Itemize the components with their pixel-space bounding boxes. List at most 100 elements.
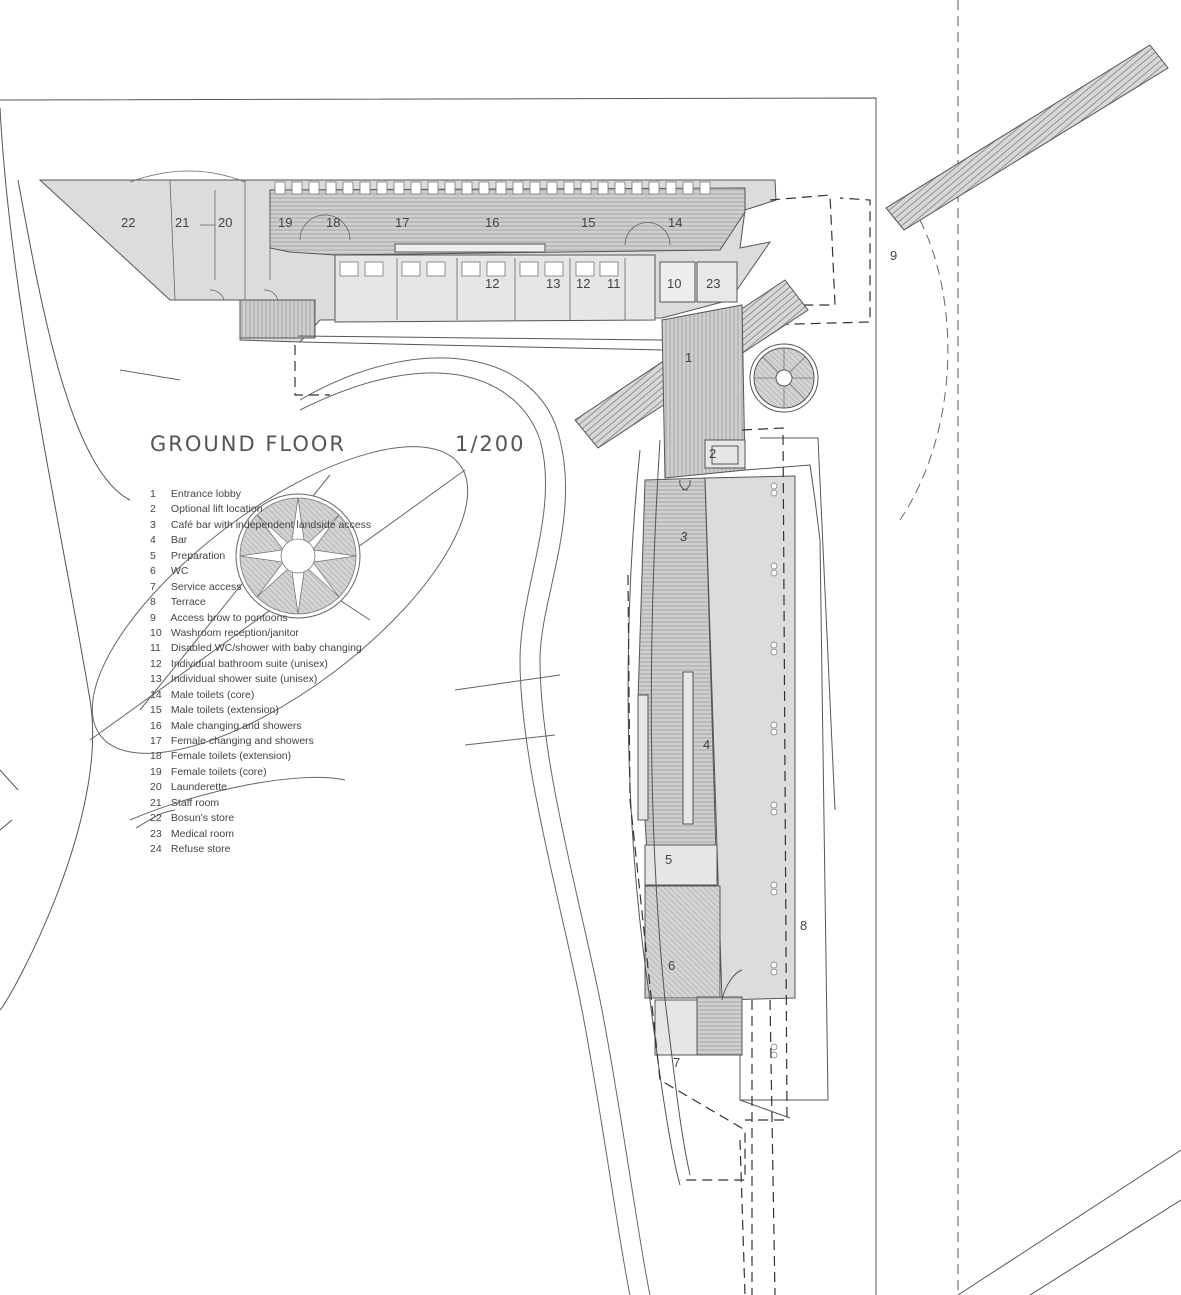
room-label-8: 8: [800, 918, 807, 933]
legend-label: Disabled WC/shower with baby changing: [170, 642, 362, 655]
spiral-stair: [749, 343, 819, 413]
legend-label: Terrace: [170, 596, 206, 609]
legend-item: 9 Access brow to pontoons: [150, 611, 371, 626]
legend-item: 16 Male changing and showers: [150, 719, 371, 734]
legend-label: Medical room: [170, 827, 234, 840]
legend-number: 6: [150, 565, 156, 578]
legend-number: 17: [150, 735, 162, 747]
legend-item: 15 Male toilets (extension): [150, 703, 371, 718]
room-label-1: 1: [685, 350, 692, 365]
legend-item: 18 Female toilets (extension): [150, 749, 371, 764]
legend-label: Washroom reception/janitor: [170, 626, 299, 639]
compass-rose: [235, 493, 361, 619]
legend-label: Individual shower suite (unisex): [170, 673, 318, 686]
room-label-12a: 12: [485, 276, 499, 291]
room-labels: 1 2 3 4 5 6 7 8 9 10 11 12 13 12 14 15 1…: [121, 215, 897, 1070]
room-label-16: 16: [485, 215, 499, 230]
legend-label: Launderette: [170, 781, 227, 794]
legend-item: 10 Washroom reception/janitor: [150, 626, 371, 641]
room-label-10: 10: [667, 276, 681, 291]
room-label-15: 15: [581, 215, 595, 230]
room-label-21: 21: [175, 215, 189, 230]
room-label-9: 9: [890, 248, 897, 263]
legend-label: Male toilets (core): [170, 688, 255, 701]
legend-item: 5 Preparation: [150, 549, 371, 564]
legend-number: 14: [150, 688, 162, 701]
legend-number: 12: [150, 657, 162, 670]
legend-label: Female toilets (core): [170, 765, 267, 778]
room-label-5: 5: [665, 852, 672, 867]
legend-item: 23 Medical room: [150, 827, 371, 842]
legend-number: 21: [150, 796, 162, 809]
legend-number: 8: [150, 596, 156, 609]
legend-number: 16: [150, 719, 162, 732]
legend-item: 1 Entrance lobby: [150, 487, 371, 502]
room-legend: 1 Entrance lobby 2 Optional lift locatio…: [150, 487, 371, 858]
roof-outline-dashed-lower: [627, 427, 788, 1295]
legend-label: Access brow to pontoons: [170, 611, 288, 624]
legend-item: 22 Bosun's store: [150, 811, 371, 826]
legend-label: Service access: [170, 580, 242, 593]
legend-label: Entrance lobby: [170, 488, 241, 500]
legend-label: Bar: [170, 534, 188, 547]
terrace-outline: [627, 437, 836, 1186]
room-label-13: 13: [546, 276, 560, 291]
legend-item: 8 Terrace: [150, 595, 371, 610]
room-label-18: 18: [326, 215, 340, 230]
entrance-lobby: [661, 304, 746, 479]
legend-number: 1: [150, 488, 156, 500]
legend-number: 4: [150, 534, 156, 547]
legend-item: 21 Staff room: [150, 796, 371, 811]
room-label-14: 14: [668, 215, 682, 230]
legend-number: 5: [150, 549, 156, 562]
washroom-block: [38, 170, 777, 351]
drawing-title: GROUND FLOOR: [150, 432, 346, 456]
legend-item: 7 Service access: [150, 580, 371, 595]
legend-item: 24 Refuse store: [150, 842, 371, 857]
room-label-3: 3: [680, 529, 688, 544]
room-label-19: 19: [278, 215, 292, 230]
cafe-bar-block: [637, 475, 796, 1059]
legend-number: 18: [150, 750, 162, 763]
room-label-4: 4: [703, 737, 710, 752]
legend-label: Individual bathroom suite (unisex): [170, 657, 328, 670]
legend-item: 20 Launderette: [150, 780, 371, 795]
room-label-11: 11: [607, 276, 621, 291]
room-label-12b: 12: [576, 276, 590, 291]
legend-label: Café bar with independent landside acces…: [170, 518, 372, 531]
legend-number: 9: [150, 611, 156, 624]
legend-label: Preparation: [170, 549, 226, 562]
room-label-6: 6: [668, 958, 675, 973]
legend-item: 14 Male toilets (core): [150, 688, 371, 703]
room-label-17: 17: [395, 215, 409, 230]
legend-number: 10: [150, 626, 162, 639]
legend-label: Female toilets (extension): [170, 750, 292, 763]
legend-number: 2: [150, 503, 156, 516]
legend-number: 23: [150, 827, 162, 840]
room-label-23: 23: [706, 276, 720, 291]
legend-label: Female changing and showers: [170, 735, 314, 747]
legend-number: 22: [150, 812, 162, 825]
legend-number: 11: [150, 642, 161, 655]
legend-item: 12 Individual bathroom suite (unisex): [150, 657, 371, 672]
room-label-7: 7: [673, 1055, 680, 1070]
legend-number: 20: [150, 781, 162, 794]
room-label-2: 2: [709, 446, 716, 461]
legend-number: 3: [150, 518, 156, 531]
legend-item: 3 Café bar with independent landside acc…: [150, 518, 371, 533]
legend-label: Refuse store: [170, 843, 231, 856]
room-label-22: 22: [121, 215, 135, 230]
legend-label: Male changing and showers: [170, 719, 302, 732]
legend-item: 11 Disabled WC/shower with baby changing: [150, 641, 371, 656]
legend-label: Staff room: [170, 796, 220, 809]
legend-label: Male toilets (extension): [170, 704, 279, 717]
legend-label: Optional lift location: [170, 503, 263, 516]
legend-item: 2 Optional lift location: [150, 502, 371, 517]
legend-number: 15: [150, 704, 162, 717]
legend-item: 4 Bar: [150, 533, 371, 548]
room-label-20: 20: [218, 215, 232, 230]
landscape-paths: [119, 214, 949, 1295]
legend-number: 7: [150, 580, 156, 593]
